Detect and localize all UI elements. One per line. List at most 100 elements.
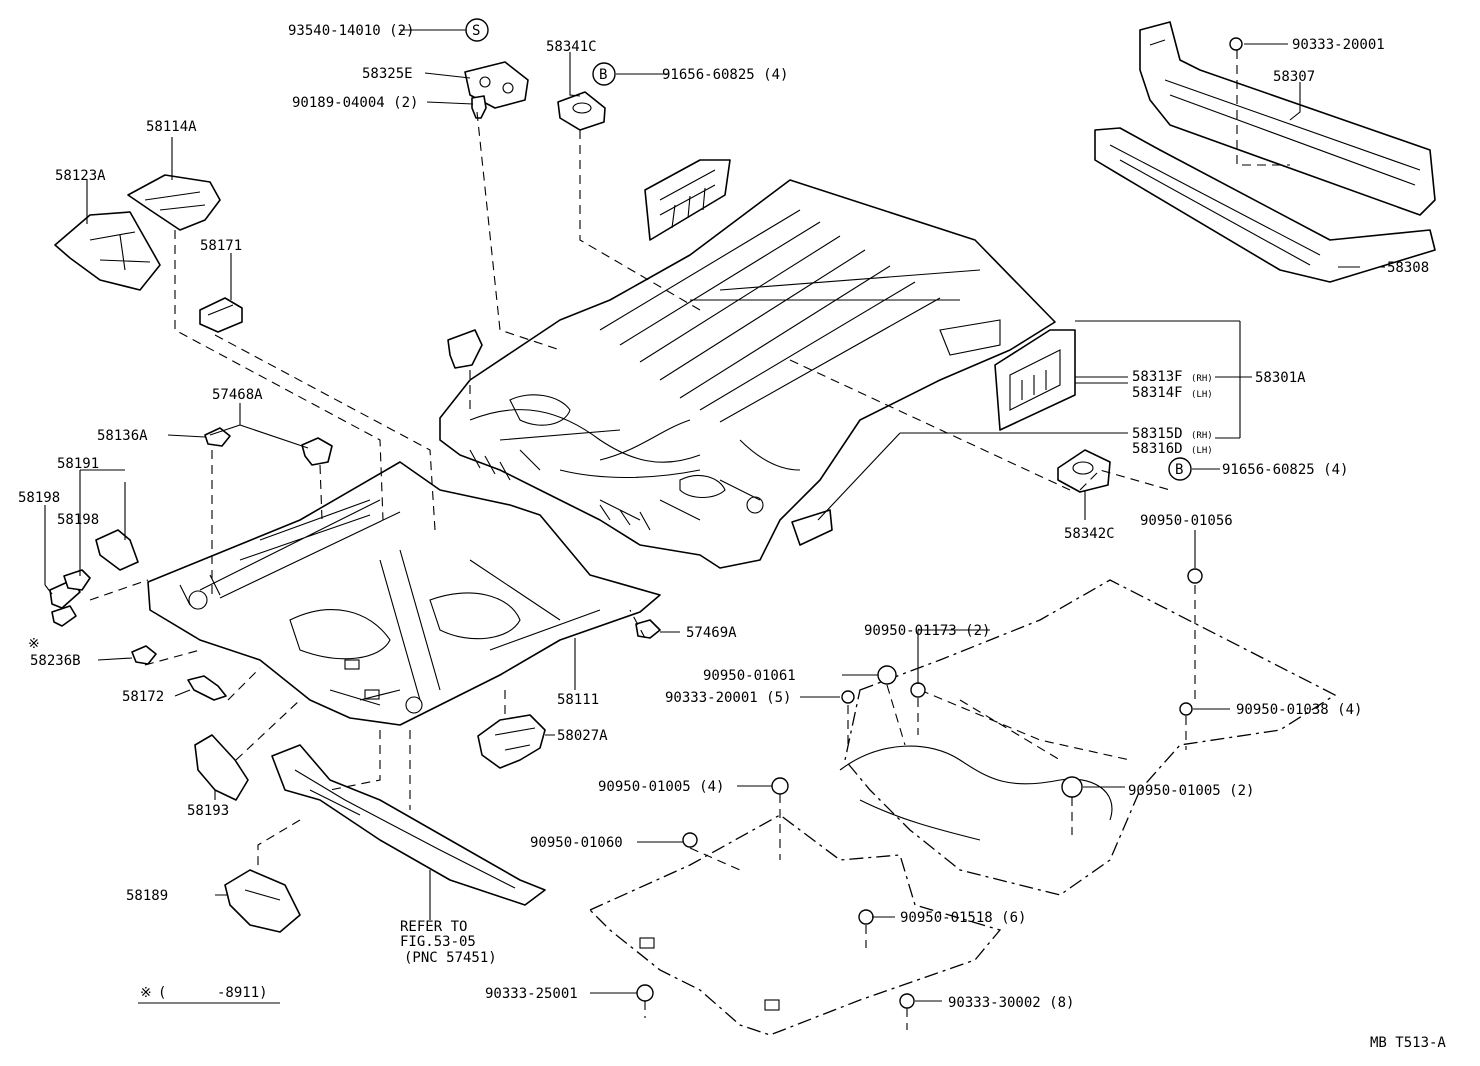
label-58198-a: 58198 <box>18 490 60 506</box>
clip-57469A <box>635 619 661 639</box>
plug-90950-01061 <box>877 665 897 685</box>
label-58236B: 58236B <box>30 653 81 669</box>
leader-lines <box>44 29 1385 1002</box>
front-cross-member <box>271 744 546 906</box>
label-58114A: 58114A <box>146 119 197 135</box>
rear-floor-pan <box>439 179 1056 569</box>
label-90333-25001: 90333-25001 <box>485 986 578 1002</box>
label-90333-20001: 90333-20001 <box>1292 37 1385 53</box>
label-58123A: 58123A <box>55 168 106 184</box>
silencer-rear <box>839 579 1337 896</box>
label-58301A: 58301A <box>1255 370 1306 386</box>
plug-90950-01005-2 <box>1061 776 1083 798</box>
label-58193: 58193 <box>187 803 229 819</box>
bracket-58189 <box>224 869 301 933</box>
bracket-58027A <box>477 714 546 769</box>
front-floor-pan <box>147 461 661 726</box>
plug-90950-01173 <box>910 682 926 698</box>
reference-line2: FIG.53-05 <box>400 934 476 950</box>
label-90189-04004: 90189-04004 (2) <box>292 95 418 111</box>
tag-lh-58314F: (LH) <box>1191 390 1213 400</box>
label-90333-30002: 90333-30002 (8) <box>948 995 1074 1011</box>
plug-90333-20001-5 <box>841 690 855 704</box>
label-93540-14010: 93540-14010 (2) <box>288 23 414 39</box>
bracket-58191 <box>95 529 139 571</box>
plug-90333-30002 <box>899 993 915 1009</box>
side-panel-upper <box>644 159 731 241</box>
plug-90950-01056 <box>1187 568 1203 584</box>
tag-rh-58313F: (RH) <box>1191 374 1213 384</box>
reference-line1: REFER TO <box>400 919 467 935</box>
label-58198-b: 58198 <box>57 512 99 528</box>
bolt-58198-2 <box>63 569 91 591</box>
plug-90950-01005-4 <box>771 777 789 795</box>
label-58316D: 58316D <box>1132 441 1183 457</box>
label-90950-01038: 90950-01038 (4) <box>1236 702 1362 718</box>
marker-b1-circle <box>592 62 616 86</box>
label-91656-60825-top: 91656-60825 (4) <box>662 67 788 83</box>
marker-s: S <box>472 23 480 39</box>
bolt-58198-3 <box>51 605 77 627</box>
label-90950-01061: 90950-01061 <box>703 668 796 684</box>
label-58172: 58172 <box>122 689 164 705</box>
plug-90333-25001 <box>636 984 654 1002</box>
strap-58172 <box>187 675 227 701</box>
label-91656-60825-mid: 91656-60825 (4) <box>1222 462 1348 478</box>
label-90333-20001-5: 90333-20001 (5) <box>665 690 791 706</box>
label-58315D: 58315D <box>1132 426 1183 442</box>
marker-b2: B <box>1175 462 1183 478</box>
bolt-90189 <box>471 95 487 119</box>
bracket-58114A <box>127 174 221 231</box>
label-90950-01005-2: 90950-01005 (2) <box>1128 783 1254 799</box>
reference-line3: (PNC 57451) <box>404 950 497 966</box>
label-90950-01005-4: 90950-01005 (4) <box>598 779 724 795</box>
label-58136A: 58136A <box>97 428 148 444</box>
marker-b1: B <box>599 67 607 83</box>
small-bracket-58315D <box>791 509 833 546</box>
bracket-57468A <box>301 437 333 466</box>
label-90950-01173: 90950-01173 (2) <box>864 623 990 639</box>
assembly-dash-lines <box>89 50 1290 1030</box>
footnote-mark-58236B: ※ <box>28 636 40 652</box>
cross-member-58308 <box>1094 127 1436 283</box>
tag-lh-58316D: (LH) <box>1191 446 1213 456</box>
small-bracket-left <box>447 329 483 369</box>
label-58313F: 58313F <box>1132 369 1183 385</box>
plug-90950-01060 <box>682 832 698 848</box>
footnote-mark: ※ <box>140 985 152 1001</box>
silencer-front <box>588 814 1002 1036</box>
bracket-58193 <box>194 734 249 801</box>
cross-member-58307 <box>1139 21 1436 216</box>
plug-90950-01038 <box>1179 702 1193 716</box>
bracket-58342C <box>1057 449 1111 493</box>
label-58308: 58308 <box>1387 260 1429 276</box>
marker-b2-circle <box>1168 457 1192 481</box>
tag-rh-58315D: (RH) <box>1191 431 1213 441</box>
bracket-58236B <box>131 645 157 665</box>
bracket-58123A <box>54 211 161 291</box>
plug-90333-20001 <box>1229 37 1243 51</box>
label-58189: 58189 <box>126 888 168 904</box>
label-57469A: 57469A <box>686 625 737 641</box>
footnote-range: ( -8911) <box>158 985 268 1001</box>
bracket-58341C <box>557 91 606 131</box>
label-58314F: 58314F <box>1132 385 1183 401</box>
label-58191: 58191 <box>57 456 99 472</box>
label-58341C: 58341C <box>546 39 597 55</box>
figure-id: MB T513-A <box>1370 1035 1446 1051</box>
label-58111: 58111 <box>557 692 599 708</box>
label-90950-01060: 90950-01060 <box>530 835 623 851</box>
label-58171: 58171 <box>200 238 242 254</box>
label-57468A: 57468A <box>212 387 263 403</box>
label-58342C: 58342C <box>1064 526 1115 542</box>
part-labels: 93540-14010 (2) 58325E 90189-04004 (2) 5… <box>18 23 1446 1051</box>
label-58027A: 58027A <box>557 728 608 744</box>
label-58307: 58307 <box>1273 69 1315 85</box>
label-90950-01518: 90950-01518 (6) <box>900 910 1026 926</box>
clip-58136A <box>204 427 231 447</box>
label-58325E: 58325E <box>362 66 413 82</box>
plug-90950-01518 <box>858 909 874 925</box>
side-panel-58313F <box>994 329 1076 431</box>
label-90950-01056: 90950-01056 <box>1140 513 1233 529</box>
